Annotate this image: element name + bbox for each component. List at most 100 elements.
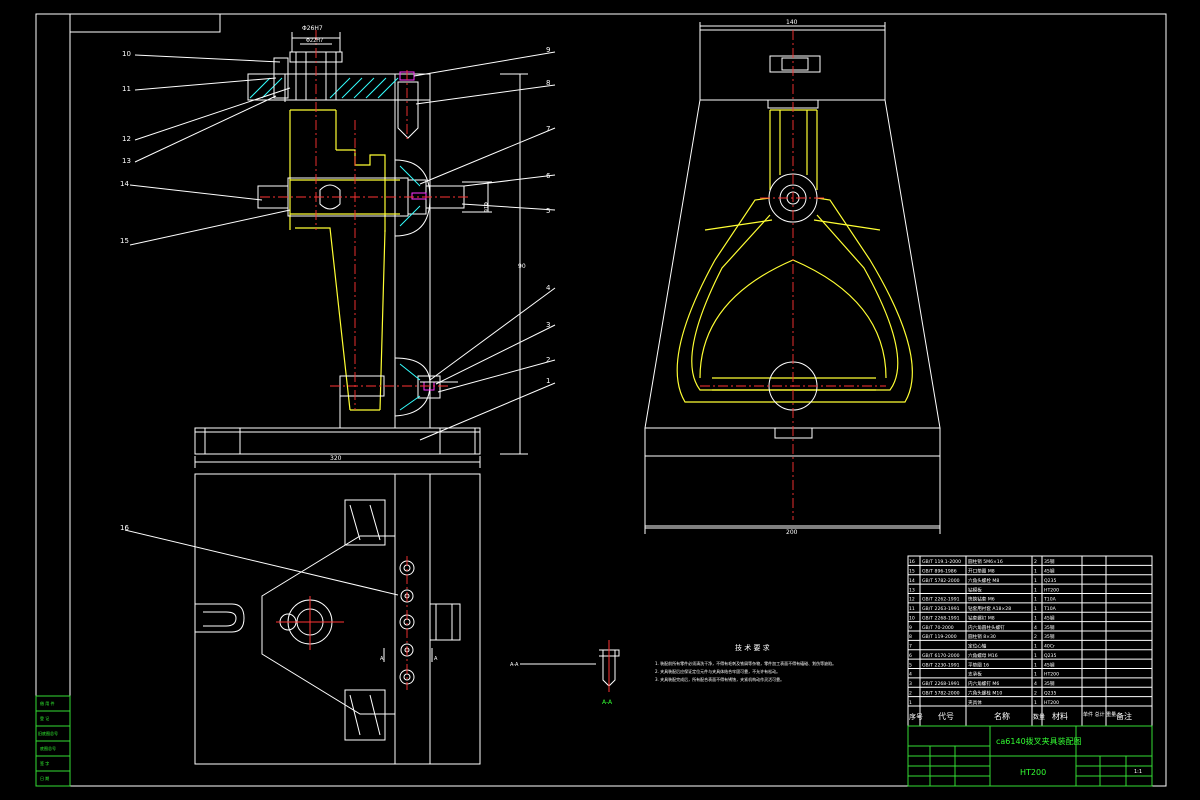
bom-cell: Q235 [1044, 578, 1056, 584]
bom-cell: 45钢 [1044, 568, 1055, 575]
bom-cell: GB/T 119-2000 [922, 634, 957, 640]
bom-header-code: 代号 [938, 711, 954, 721]
bom-cell: 1 [1034, 606, 1037, 612]
outer-frame [35, 13, 1167, 787]
bom-cell: 14 [909, 578, 915, 584]
balloon-12: 12 [122, 135, 131, 143]
bom-cell: HT200 [1044, 587, 1059, 593]
bom-header-remarks: 备注 [1116, 711, 1132, 721]
bom-cell: 夹具体 [968, 699, 982, 706]
balloon-7: 7 [546, 125, 550, 133]
bom-cell: 16 [909, 559, 915, 565]
bom-cell: T10A [1043, 606, 1057, 612]
bom-cell: 钻套用衬套 A18×28 [968, 605, 1011, 612]
bom-header-seq: 序号 [909, 712, 923, 721]
bom-cell: 钻套螺钉 M8 [968, 614, 995, 621]
bom-cell: GB/T 896-1986 [922, 569, 957, 575]
bom-cell: 1 [909, 700, 912, 706]
balloon-16: 16 [120, 524, 129, 532]
bom-cell: 内六角圆柱头螺钉 [968, 624, 1005, 631]
section-title-aa: A-A [602, 699, 613, 706]
bom-cell: 2 [909, 690, 912, 696]
bom-cell: GB/T 5782-2000 [922, 690, 960, 696]
section-mark-aa-left: A-A [510, 662, 519, 668]
bom-cell: GB/T 2268-1991 [922, 681, 960, 687]
bom-cell: Q235 [1044, 653, 1056, 659]
bom-cell: 1 [1034, 672, 1037, 678]
balloon-9: 9 [546, 46, 550, 54]
bom-cell: 1 [1034, 653, 1037, 659]
bom-header-weight: 单件 总计 重量 [1083, 711, 1116, 718]
balloon-14: 14 [120, 180, 129, 188]
bom-cell: 40Cr [1044, 644, 1055, 650]
bom-cell: 4 [1034, 681, 1037, 687]
side-table-cell-1: 借 用 件 [40, 700, 55, 706]
tech-req-line-2: 2. 夹具装配后应保证定位元件与夹具体结合牢固可靠，不允许有松动。 [655, 668, 780, 674]
bom-cell: 圆柱销 8×30 [968, 633, 996, 640]
bom-cell: 1 [1034, 700, 1037, 706]
bom-cell: 六角螺母 M16 [968, 652, 998, 659]
bom-cell: 35钢 [1044, 680, 1055, 687]
corner-box [69, 13, 221, 33]
bom-cell: 开口垫圈 M8 [968, 568, 995, 575]
bom-header-material: 材料 [1052, 711, 1068, 721]
bom-cell: 1 [1034, 615, 1037, 621]
balloon-2: 2 [546, 356, 550, 364]
inner-frame [69, 13, 1167, 787]
balloon-11: 11 [122, 85, 131, 93]
bom-cell: 4 [1034, 625, 1037, 631]
bom-cell: GB/T 119.1-2000 [922, 559, 961, 565]
bom-cell: 35钢 [1044, 633, 1055, 640]
bom-header-qty: 数量 [1033, 713, 1045, 721]
section-mark-a-right: A [434, 656, 438, 662]
bom-cell: 钻模板 [968, 586, 982, 593]
balloon-8: 8 [546, 79, 550, 87]
bom-cell: 1 [1034, 587, 1037, 593]
technical-requirements: 技 术 要 求 1. 装配前所有零件必须清洗干净，不得有毛刺及铁屑等杂物，零件加… [655, 643, 836, 682]
bom-cell: 13 [909, 587, 915, 593]
bom-cell: 六角头螺栓 M10 [968, 689, 1002, 696]
bom-cell: 11 [909, 606, 915, 612]
bom-cell: 10 [909, 615, 915, 621]
dim-top-inner: Φ22H7 [306, 38, 323, 44]
bom-cell: HT200 [1044, 672, 1059, 678]
dim-base-length: 320 [330, 455, 342, 462]
dim-base-width-right: 200 [786, 529, 798, 536]
top-view: A A [194, 473, 481, 765]
bom-cell: T10A [1043, 597, 1057, 603]
side-table-cell-4: 底图总号 [40, 745, 56, 751]
bom-cell: 2 [1034, 559, 1037, 565]
section-detail: A-A A-A [510, 640, 620, 706]
bom-cell: 六角头螺栓 M8 [968, 577, 999, 584]
balloon-leaders [124, 51, 556, 596]
dim-top-width: Φ26H7 [302, 25, 323, 32]
balloon-3: 3 [546, 321, 550, 329]
bom-cell: 45钢 [1044, 614, 1055, 621]
side-table-cell-2: 登 记 [40, 715, 49, 721]
bom-cell: GB/T 70-2000 [922, 625, 954, 631]
bom-cell: GB/T 6170-2000 [922, 653, 960, 659]
bom-cell: 1 [1034, 662, 1037, 668]
balloon-1: 1 [546, 377, 550, 385]
bom-cell: 45钢 [1044, 661, 1055, 668]
bom-cell: 圆柱销 5M6×16 [968, 558, 1003, 565]
title-scale: 1:1 [1134, 769, 1142, 775]
bom-cell: 12 [909, 597, 915, 603]
bom-header: 序号 代号 名称 数量 材料 单件 总计 重量 备注 [907, 705, 1153, 727]
bom-cell: 4 [909, 672, 912, 678]
dim-top-width-right: 140 [786, 19, 798, 26]
bom-cell: 7 [909, 644, 912, 650]
bom-cell: 1 [1034, 597, 1037, 603]
bom-cell: 1 [1034, 569, 1037, 575]
bom-cell: 定位心轴 [968, 643, 987, 650]
side-table-cell-5: 签 字 [40, 760, 49, 766]
bom-cell: 支承板 [968, 671, 982, 678]
balloon-6: 6 [546, 172, 551, 180]
balloon-4: 4 [546, 284, 551, 292]
balloon-13: 13 [122, 157, 131, 165]
bom-cell: Q235 [1044, 690, 1056, 696]
side-archive-table: 借 用 件 登 记 旧底图总号 底图总号 签 字 日 期 [35, 695, 71, 787]
bom-cell: GB/T 2268-1991 [922, 615, 960, 621]
